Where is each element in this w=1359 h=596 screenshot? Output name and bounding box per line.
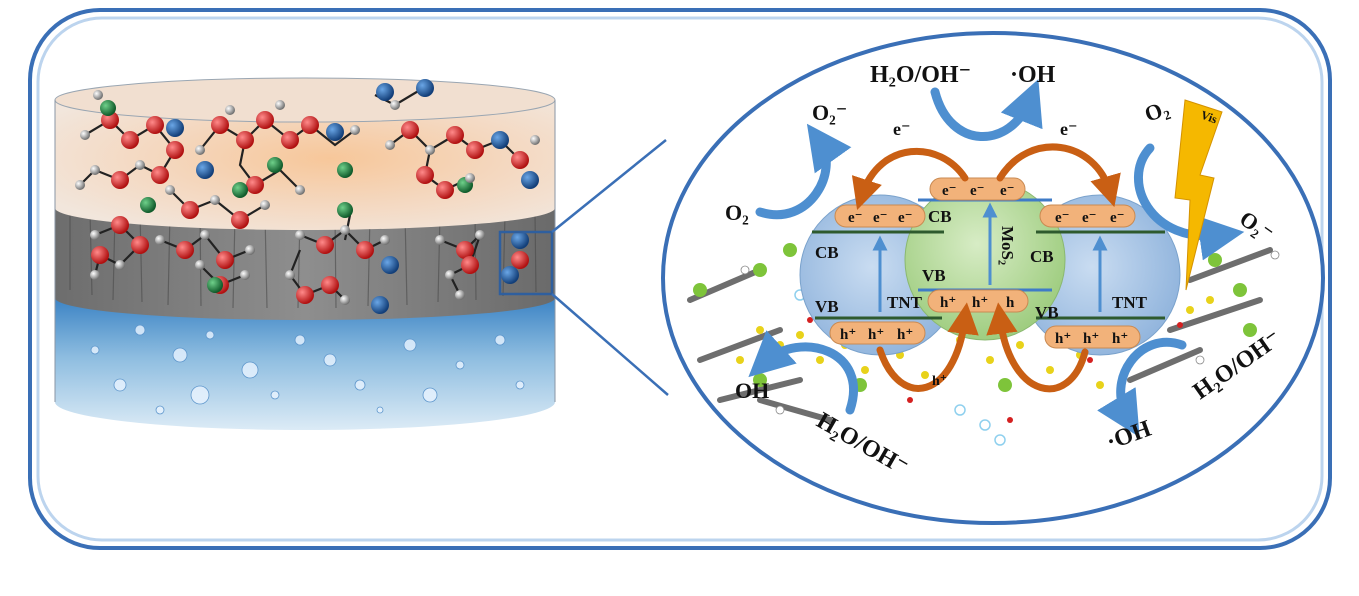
hole-pill-right [1044, 325, 1141, 349]
membrane-cylinder [54, 77, 556, 430]
mos2-label: MoS₂ [998, 226, 1017, 265]
cb-label-right: CB [1030, 247, 1054, 266]
visible-light-bolt-icon [1174, 99, 1223, 291]
e-right-2: e⁻ [1082, 210, 1097, 226]
electron-transfer-arrow-right [996, 143, 1121, 208]
cylinder-top [54, 77, 556, 123]
outer-frame [28, 8, 1332, 550]
o2-left-label: O₂ [725, 200, 749, 225]
electron-pill-right [1039, 204, 1136, 228]
electron-transfer-arrow-left [851, 147, 969, 210]
vb-label-mid: VB [922, 266, 946, 285]
e-mid-3: e⁻ [1000, 183, 1015, 199]
electron-label-left: e⁻ [893, 119, 911, 139]
e-right-1: e⁻ [1055, 210, 1070, 226]
h-left-2: h⁺ [868, 327, 884, 343]
h2o-to-oh-top-arrow [930, 79, 1043, 141]
cb-label-left: CB [815, 243, 839, 262]
porous-layer [55, 208, 555, 320]
polymer-atoms [75, 79, 540, 314]
h2o-oxidation-left-arrow [748, 330, 858, 415]
oh-partial-left-label: OH [735, 378, 769, 403]
oh-radical-top-label: ·OH [1010, 62, 1056, 88]
hole-transfer-arrow-left [876, 302, 979, 392]
h-right-1: h⁺ [1055, 331, 1071, 347]
h-left-1: h⁺ [840, 327, 856, 343]
h2o-oh-top-label: H₂O/OH⁻ [870, 62, 971, 88]
h-right-2: h⁺ [1083, 331, 1099, 347]
h-mid-2: h⁺ [972, 295, 988, 311]
e-mid-2: e⁻ [970, 183, 985, 199]
h-mid-1: h⁺ [940, 295, 956, 311]
hole-pill-left [829, 321, 926, 345]
vis-label: Vis [1199, 108, 1219, 127]
o2-reduction-left-arrow [755, 123, 852, 220]
cb-label-mid: CB [928, 207, 952, 226]
zoom-line-bottom [551, 293, 669, 396]
water-bubbles [90, 324, 525, 415]
h-mid-3: h [1006, 295, 1015, 311]
e-left-3: e⁻ [898, 210, 913, 226]
mechanism-oval: e⁻ e⁻ e⁻ e⁻ e⁻ e⁻ e⁻ e⁻ e⁻ h⁺ h⁺ h⁺ h⁺ h… [661, 31, 1325, 525]
h-left-3: h⁺ [897, 327, 913, 343]
vb-label-left: VB [815, 297, 839, 316]
e-left-2: e⁻ [873, 210, 888, 226]
e-mid-1: e⁻ [942, 183, 957, 199]
electron-pill-mid [929, 177, 1026, 201]
e-left-1: e⁻ [848, 210, 863, 226]
e-right-3: e⁻ [1110, 210, 1125, 226]
h-right-3: h⁺ [1112, 331, 1128, 347]
tnt-label-left: TNT [887, 293, 923, 312]
o2-radical-top-left-label: O₂⁻ [812, 100, 847, 125]
zoom-region-box [498, 230, 554, 296]
h2o-oxidation-right-arrow [1097, 337, 1187, 438]
hole-small-label: h⁺ [932, 374, 947, 389]
tnt-label-right: TNT [1112, 293, 1148, 312]
zoom-line-top [551, 139, 667, 233]
vb-label-right: VB [1035, 303, 1059, 322]
hole-transfer-arrow-right [986, 302, 1089, 393]
electron-label-right: e⁻ [1060, 119, 1078, 139]
